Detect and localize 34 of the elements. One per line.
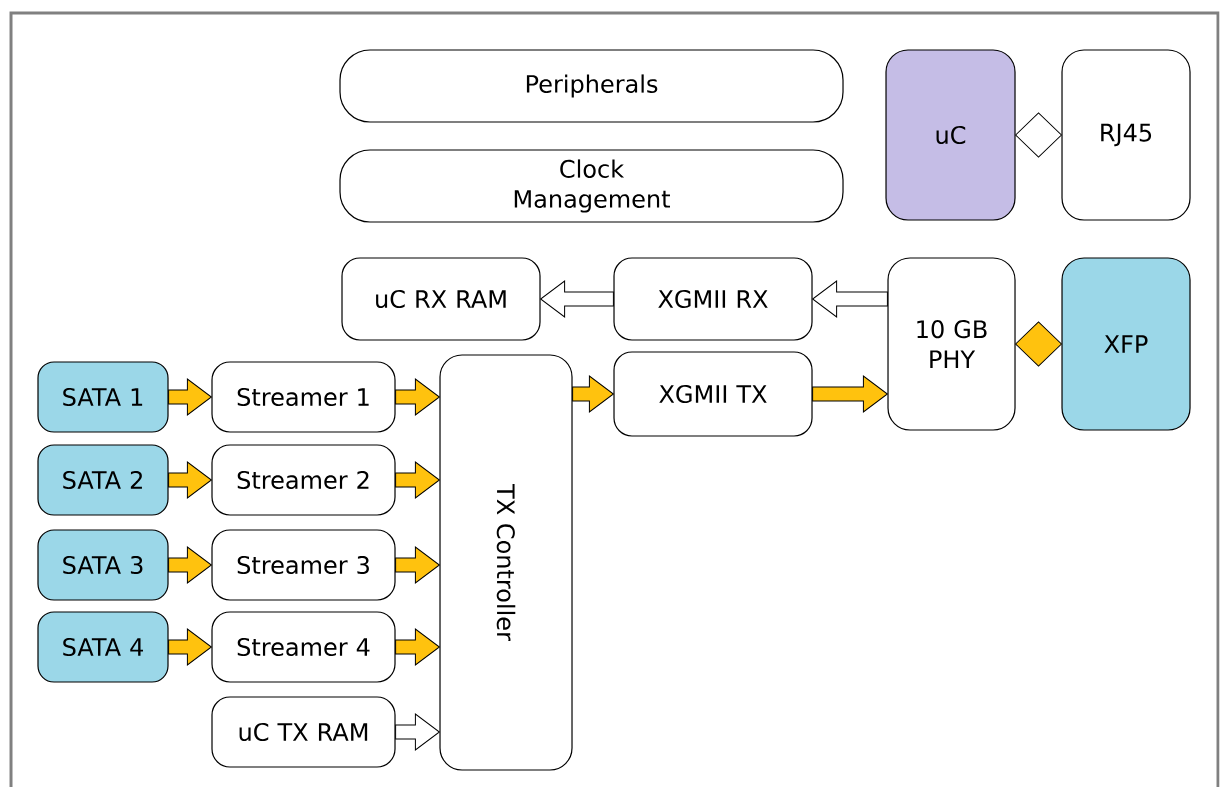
block-arrow xyxy=(395,461,440,499)
process-box: XGMII RX xyxy=(613,257,813,341)
block-arrow xyxy=(395,546,440,584)
block-arrow xyxy=(168,546,212,584)
block-arrow xyxy=(395,628,440,666)
process-box: uC RX RAM xyxy=(341,257,541,341)
block-arrow xyxy=(168,461,212,499)
process-box: TX Controller xyxy=(439,354,573,771)
process-box: uC TX RAM xyxy=(211,696,396,768)
block-arrow xyxy=(572,375,614,413)
drive-box: SATA 2 xyxy=(37,444,169,516)
drive-box: SATA 1 xyxy=(37,361,169,433)
block-arrow xyxy=(540,280,614,318)
process-box: XGMII TX xyxy=(613,351,813,437)
process-box: 10 GB PHY xyxy=(887,257,1016,431)
process-box: Streamer 4 xyxy=(211,611,396,683)
process-box: uC xyxy=(885,49,1016,221)
process-box: Peripherals xyxy=(339,49,844,123)
block-arrow xyxy=(1015,321,1062,367)
block-arrow xyxy=(812,375,888,413)
process-box: Streamer 1 xyxy=(211,361,396,433)
process-box: Streamer 2 xyxy=(211,444,396,516)
block-arrow xyxy=(395,378,440,416)
drive-box: SATA 4 xyxy=(37,611,169,683)
process-box: RJ45 xyxy=(1061,49,1191,221)
block-arrow xyxy=(168,378,212,416)
block-arrow xyxy=(812,280,888,318)
process-box: Streamer 3 xyxy=(211,529,396,601)
block-arrow xyxy=(395,713,440,751)
process-box: XFP xyxy=(1061,257,1191,431)
process-box: Clock Management xyxy=(339,149,844,223)
block-arrow xyxy=(1015,112,1062,158)
drive-box: SATA 3 xyxy=(37,529,169,601)
block-arrow xyxy=(168,628,212,666)
